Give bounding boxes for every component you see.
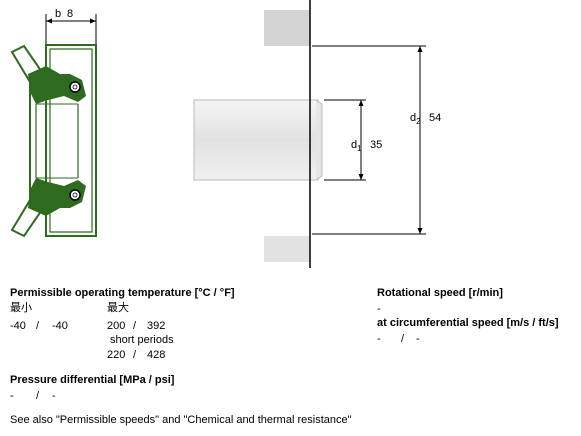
circumferential-speed-title: at circumferential speed [m/s / ft/s]	[377, 317, 559, 329]
housing-block-upper	[264, 10, 310, 46]
pressure-title: Pressure differential [MPa / psi]	[10, 374, 175, 386]
temperature-max-c: 200	[107, 320, 126, 332]
d1-label: d1	[351, 139, 362, 153]
temperature-min-sep: /	[36, 320, 40, 332]
circumferential-sep: /	[401, 333, 405, 345]
d2-arrow-top	[417, 46, 423, 52]
b-label: b	[55, 8, 61, 20]
temperature-min-label: 最小	[10, 302, 32, 314]
d1-arrow-bottom	[358, 174, 364, 180]
d1-arrow-top	[358, 100, 364, 106]
b-arrow-right	[90, 18, 96, 24]
temperature-max-sep: /	[133, 320, 137, 332]
b-arrow-left	[46, 18, 52, 24]
temperature-max-label: 最大	[107, 302, 129, 314]
seal-body-outline	[10, 44, 47, 238]
d2-value: 54	[429, 112, 441, 124]
temperature-short-f: 428	[147, 349, 166, 361]
shaft	[193, 99, 319, 181]
rotational-speed-value: -	[377, 303, 381, 315]
circumferential-value-2: -	[416, 333, 420, 345]
temperature-short-c: 220	[107, 349, 126, 361]
temperature-short-label: short periods	[110, 334, 174, 346]
d1-value: 35	[370, 139, 382, 151]
temperature-min-c: -40	[10, 320, 26, 332]
pressure-value-2: -	[52, 390, 56, 402]
garter-spring-lower	[69, 189, 81, 201]
seal-cross-section: b 8	[10, 8, 97, 238]
seal-drawing: b 8	[10, 0, 441, 268]
seal-case-inner	[49, 48, 93, 233]
b-value: 8	[67, 8, 73, 20]
temperature-max-f: 392	[147, 320, 166, 332]
see-also-note: See also "Permissible speeds" and "Chemi…	[10, 414, 352, 426]
shaft-chamfer	[315, 99, 323, 181]
d2-label: d2	[410, 112, 421, 126]
seal-lip-lower	[28, 178, 86, 216]
pressure-sep: /	[36, 390, 40, 402]
housing-block-lower	[264, 236, 310, 262]
garter-spring-upper-core	[72, 84, 78, 90]
temperature-short-sep: /	[133, 349, 137, 361]
pressure-value-1: -	[10, 390, 14, 402]
garter-spring-lower-core	[72, 192, 78, 198]
temperature-title: Permissible operating temperature [°C / …	[10, 287, 235, 299]
rotational-speed-title: Rotational speed [r/min]	[377, 287, 503, 299]
d2-arrow-bottom	[417, 228, 423, 234]
temperature-min-f: -40	[52, 320, 68, 332]
circumferential-value-1: -	[377, 333, 381, 345]
seal-lip-upper	[28, 66, 86, 104]
housing-shaft-view: d1 35 d2 54	[193, 0, 441, 268]
garter-spring-upper	[69, 81, 81, 93]
